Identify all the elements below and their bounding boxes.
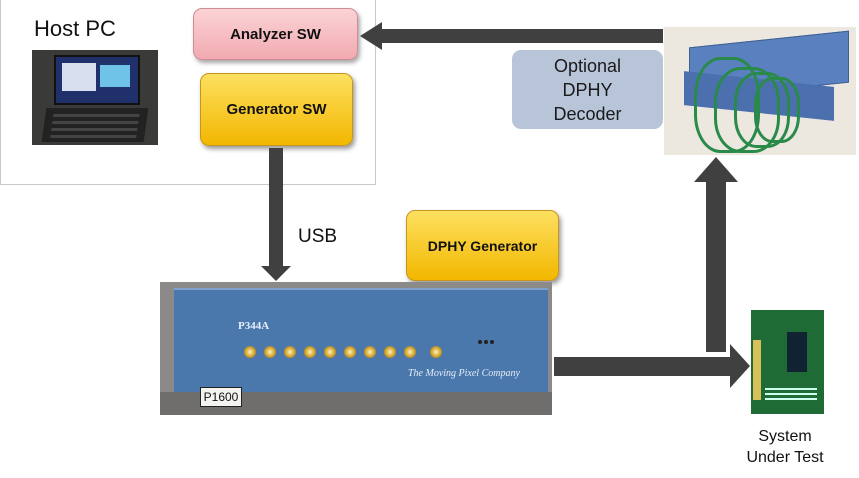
decoder-cable	[734, 72, 790, 148]
status-led	[490, 340, 494, 344]
decoder-label-line: Decoder	[553, 104, 622, 124]
sma-connector	[244, 346, 256, 358]
arrow-generator-sw-to-device	[261, 148, 291, 281]
laptop-window	[100, 65, 130, 87]
arrow-decoder-to-analyzer	[360, 22, 663, 50]
sma-connector	[304, 346, 316, 358]
sma-connector	[404, 346, 416, 358]
arrow-device-to-sut	[554, 344, 750, 388]
decoder-cable	[714, 67, 780, 153]
arrow-sut-to-decoder	[694, 157, 738, 352]
sma-connector	[344, 346, 356, 358]
sut-label-line: Under Test	[746, 449, 824, 466]
board-chip	[787, 332, 807, 372]
decoder-label-line: DPHY	[562, 80, 613, 100]
analyzer-sw-box: Analyzer SW	[193, 8, 358, 60]
generator-model-text: P344A	[238, 320, 270, 332]
status-led	[484, 340, 488, 344]
sma-connector	[284, 346, 296, 358]
usb-label: USB	[298, 226, 338, 247]
sma-connector	[324, 346, 336, 358]
generator-brand-text: The Moving Pixel Company	[408, 368, 520, 379]
system-under-test-board-photo	[751, 310, 824, 414]
sma-connector	[384, 346, 396, 358]
sma-connector	[264, 346, 276, 358]
laptop-screen	[54, 55, 140, 105]
board-connector	[753, 340, 761, 400]
decoder-label-line: Optional	[553, 56, 622, 76]
sut-label-line: System	[758, 428, 812, 445]
dphy-generator-photo: P344A The Moving Pixel Company P1600	[160, 282, 552, 415]
optional-decoder-label: Optional DPHY Decoder	[512, 50, 663, 129]
sma-connector	[364, 346, 376, 358]
generator-sw-box: Generator SW	[200, 73, 353, 146]
decoder-cable	[754, 77, 800, 143]
generator-base	[160, 392, 552, 415]
board-silkscreen	[765, 388, 817, 390]
dphy-generator-box: DPHY Generator	[406, 210, 559, 281]
sma-connector	[430, 346, 442, 358]
laptop-window	[62, 63, 96, 91]
status-led	[478, 340, 482, 344]
dphy-decoder-photo	[664, 27, 856, 155]
host-pc-label: Host PC	[34, 16, 116, 41]
laptop-photo	[32, 50, 158, 145]
decoder-cable	[694, 57, 760, 153]
system-under-test-label: System Under Test	[722, 426, 848, 468]
generator-tag-label: P1600	[200, 387, 242, 407]
